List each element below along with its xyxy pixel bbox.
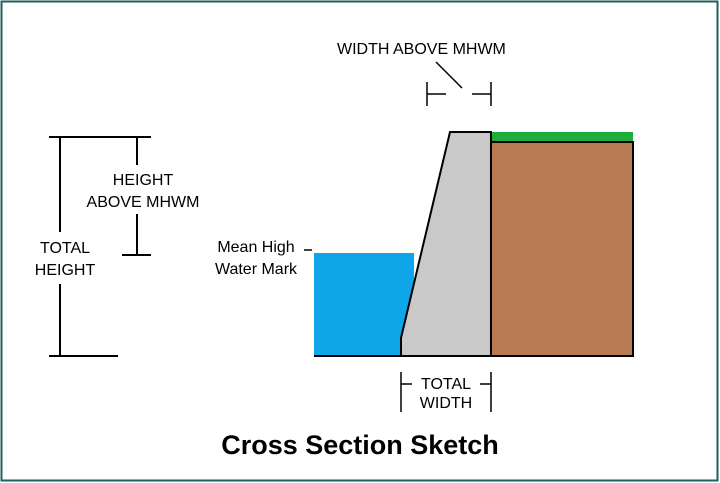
mhw-label-line2: Water Mark: [215, 261, 298, 278]
diagram-title: Cross Section Sketch: [221, 430, 499, 460]
width-above-mhwm-label: WIDTH ABOVE MHWM: [337, 41, 506, 58]
total-height-label-line2: HEIGHT: [35, 262, 96, 279]
height-above-mhwm-label-line2: ABOVE MHWM: [87, 194, 200, 211]
height-above-mhwm-dimension: [122, 137, 151, 256]
water-body: [314, 253, 414, 356]
seawall-section: [400, 131, 492, 357]
soil-backfill: [490, 141, 634, 357]
total-height-label-line1: TOTAL: [40, 240, 90, 257]
height-above-mhwm-label-line1: HEIGHT: [113, 172, 174, 189]
total-height-dimension: [49, 136, 151, 357]
mhw-label-line1: Mean High: [217, 239, 294, 256]
total-width-label-line2: WIDTH: [420, 395, 472, 412]
total-width-dimension: [400, 372, 492, 412]
width-above-mhwm-dimension: [426, 61, 492, 106]
grass-strip: [491, 132, 633, 141]
total-width-label-line1: TOTAL: [421, 376, 471, 393]
